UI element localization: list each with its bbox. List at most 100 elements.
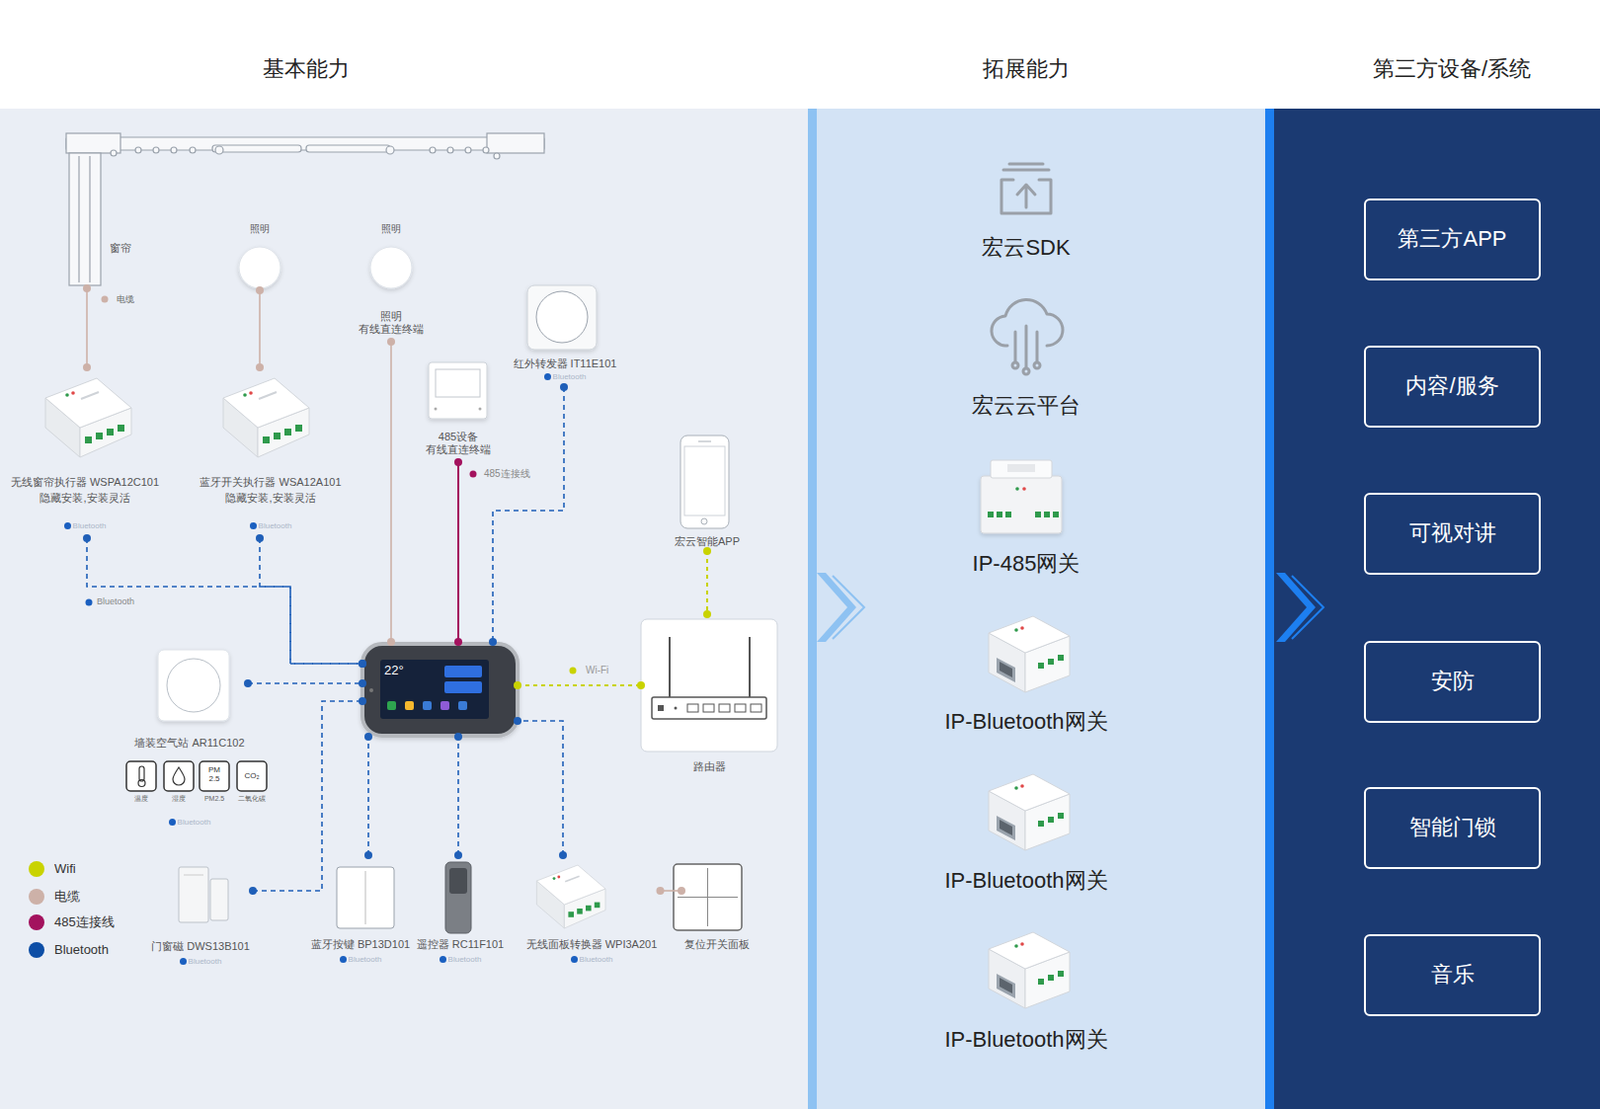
air-station-figure [158,649,230,721]
protocol-note: Bluetooth [148,957,253,966]
connector [390,341,393,642]
gateway-485-figure [1022,486,1027,491]
router-figure [719,704,730,713]
legend-swatch [28,888,45,905]
protocol-note: Bluetooth [0,521,170,531]
connector [247,682,363,685]
bluetooth-icon [249,522,257,530]
protocol-note: Bluetooth [308,955,414,964]
node-text: 遥控器 RC11F101 [413,938,508,952]
platform-item: IP-Bluetooth网关 [917,607,1135,736]
capability-band: 第三方设备/系统第三方APP内容/服务可视对讲安防智能门锁音乐 [1265,108,1600,1109]
sensor-caption: 湿度 [163,795,194,803]
reset-panel-figure [673,864,742,931]
curtain-figure [189,147,196,154]
cloud-icon [1034,362,1040,369]
label-dot [470,471,478,479]
node-text: 音乐 [1365,961,1539,987]
connector [457,736,460,856]
band-ground [807,108,817,1109]
router-figure [668,637,671,698]
device-node: 蓝牙开关执行器 WSA12A101隐藏安装,安装灵活Bluetooth [185,367,356,539]
phone-figure [701,518,708,525]
node-text: 宏云SDK [917,235,1135,260]
ceiling-light [239,246,412,289]
gateway-485-figure [996,511,1003,518]
curtain-figure [135,147,142,154]
node-text: 智能门锁 [1365,814,1539,840]
gateway-bt-figure [988,616,1070,693]
flow-chevron [832,575,865,640]
button-figure [365,871,367,925]
gateway-bt-figure [988,616,1070,1009]
capability-band: 基本能力窗帘照明照明照明 有线直连终端红外转发器 IT11E101Bluetoo… [0,108,808,1109]
flow-chevron [816,572,1324,642]
connector [252,701,363,891]
connector-end-dot [560,383,568,392]
connector-end-dot [358,697,367,706]
router-figure [748,637,751,698]
panel-hub-figure [422,701,432,711]
system-box: 智能门锁 [1363,787,1541,870]
legend-swatch [28,942,45,959]
system-box: 安防 [1363,640,1541,723]
device-node: 照明 [230,219,290,291]
bluetooth-icon [570,956,578,963]
gateway-bt-figure [988,774,1070,851]
device-node: 485设备 有线直连终端 [408,357,508,463]
curtain-figure [447,147,454,154]
connector-end-dot [513,717,522,725]
device-485-figure [428,362,487,419]
sensor-icon [138,780,146,788]
router-figure [640,619,778,752]
connector-end-dot [513,681,522,690]
curtain-figure [66,133,545,286]
sensor-icon [139,766,145,782]
router-figure [750,704,762,713]
router-figure [674,707,678,711]
actuator-figure [45,378,132,458]
door-sensor-figure [178,867,229,923]
legend-text: 485连接线 [54,914,115,931]
connector-end-dot [637,681,645,690]
connector-end-dot [656,886,665,895]
bluetooth-icon [179,958,187,965]
device-node: 墙装空气站 AR11C102Bluetooth [131,643,248,832]
phone-figure [680,435,729,529]
connector-end-dot [82,363,91,372]
platform-item: IP-Bluetooth网关 [917,765,1135,894]
sdk-icon [1009,162,1043,166]
ceiling-light [239,246,281,289]
node-text: IP-Bluetooth网关 [917,709,1135,734]
node-text: 路由器 [640,760,778,774]
device-node: 门窗磁 DWS13B101Bluetooth [148,861,253,970]
device-node: 红外转发器 IT11E101Bluetooth [503,280,627,388]
curtain-figure [493,153,500,160]
sensor-text: PM 2.5 [203,765,226,784]
band-ground [1265,108,1600,1109]
flow-chevron [1276,572,1316,642]
ir-forwarder-figure [527,285,597,350]
connector-end-dot [454,732,463,741]
node-text: IP-485网关 [917,551,1135,576]
legend-text: Wifi [54,861,77,878]
device-node: 遥控器 RC11F101Bluetooth [413,855,508,966]
reset-panel-figure [673,864,742,931]
phone-figure [698,441,712,443]
connector [706,551,709,615]
connector [457,462,460,642]
node-text: 宏云云平台 [917,393,1135,418]
connector-end-dot [243,679,252,688]
curtain-figure [429,147,436,154]
label-dot [85,599,93,607]
button-figure [336,867,395,929]
router-figure [657,705,664,712]
label-dot [101,296,109,304]
router-figure [703,704,715,713]
connector [85,288,88,368]
protocol-note: Bluetooth [131,817,248,827]
flow-chevron [816,572,857,642]
panel-hub-figure [362,643,518,736]
